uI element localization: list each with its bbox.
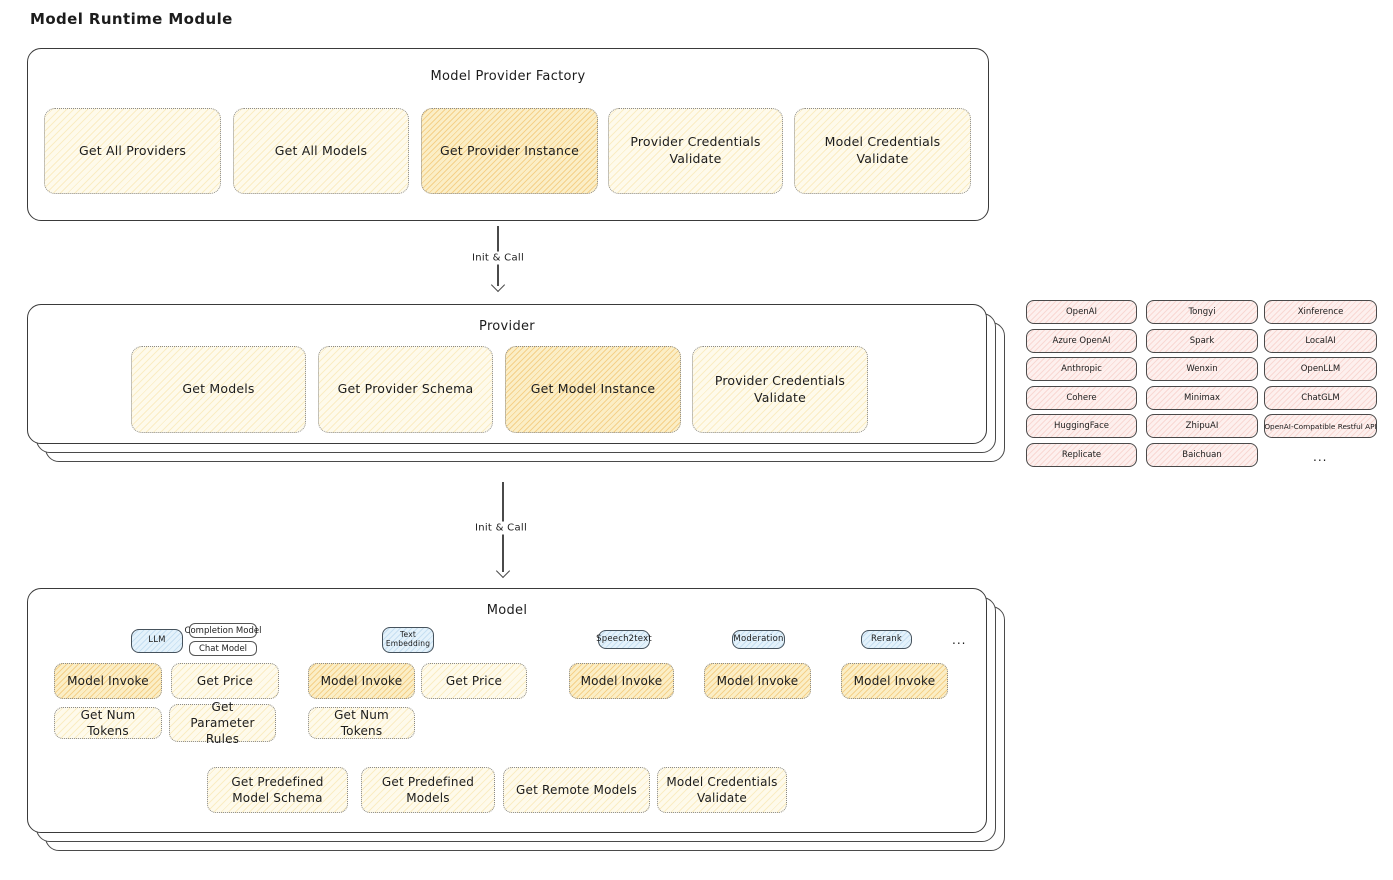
arrow-factory-to-provider-label: Init & Call <box>467 251 529 265</box>
chip-chatglm: ChatGLM <box>1264 386 1377 410</box>
node-get-predefined-model-schema: Get Predefined Model Schema <box>207 767 348 813</box>
tab-moderation: Moderation <box>732 630 785 649</box>
node-model-credentials-validate: Model Credentials Validate <box>794 108 971 194</box>
node-get-all-models: Get All Models <box>233 108 409 194</box>
page-title: Model Runtime Module <box>30 10 233 28</box>
chip-cohere: Cohere <box>1026 386 1137 410</box>
arrow-factory-to-provider-head <box>490 277 506 293</box>
chip-openai: OpenAI <box>1026 300 1137 324</box>
model-tabs-ellipsis: ... <box>952 633 967 647</box>
chip-openai-compatible-restful-api: OpenAI-Compatible Restful API <box>1264 414 1377 438</box>
node-embedding-get-price: Get Price <box>421 663 527 699</box>
chip-spark: Spark <box>1146 329 1258 353</box>
node-get-model-instance: Get Model Instance <box>505 346 681 433</box>
tab-llm: LLM <box>131 629 183 653</box>
tab-rerank: Rerank <box>861 630 912 649</box>
arrow-provider-to-model-label: Init & Call <box>470 521 532 535</box>
chip-baichuan: Baichuan <box>1146 443 1258 467</box>
node-rerank-model-invoke: Model Invoke <box>841 663 948 699</box>
node-llm-model-invoke: Model Invoke <box>54 663 162 699</box>
chip-openllm: OpenLLM <box>1264 357 1377 381</box>
factory-box: Model Provider Factory Get All Providers… <box>27 48 989 221</box>
node-get-provider-schema: Get Provider Schema <box>318 346 493 433</box>
node-moderation-model-invoke: Model Invoke <box>704 663 811 699</box>
node-get-all-providers: Get All Providers <box>44 108 221 194</box>
chip-azure-openai: Azure OpenAI <box>1026 329 1137 353</box>
node-get-models: Get Models <box>131 346 306 433</box>
chip-minimax: Minimax <box>1146 386 1258 410</box>
tab-speech2text: Speech2text <box>596 630 652 649</box>
node-llm-get-price: Get Price <box>171 663 279 699</box>
node-embedding-model-invoke: Model Invoke <box>308 663 415 699</box>
node-embedding-get-num-tokens: Get Num Tokens <box>308 707 415 739</box>
chip-localai: LocalAI <box>1264 329 1377 353</box>
provider-box: Provider Get Models Get Provider Schema … <box>27 304 987 444</box>
node-speech2text-model-invoke: Model Invoke <box>569 663 674 699</box>
node-get-parameter-rules: Get Parameter Rules <box>169 700 276 746</box>
chip-huggingface: HuggingFace <box>1026 414 1137 438</box>
model-box-title: Model <box>486 603 528 618</box>
chip-tongyi: Tongyi <box>1146 300 1258 324</box>
factory-box-title: Model Provider Factory <box>430 69 586 84</box>
model-box: Model LLM Completion Model Chat Model Te… <box>27 588 987 833</box>
tab-completion-model: Completion Model <box>185 623 261 638</box>
node-provider-credentials-validate: Provider Credentials Validate <box>608 108 783 194</box>
chip-anthropic: Anthropic <box>1026 357 1137 381</box>
node-llm-get-num-tokens: Get Num Tokens <box>54 707 162 739</box>
node-get-remote-models: Get Remote Models <box>503 767 650 813</box>
provider-box-title: Provider <box>479 319 535 334</box>
arrow-provider-to-model-head <box>495 563 511 579</box>
chip-zhipuai: ZhipuAI <box>1146 414 1258 438</box>
provider-list-ellipsis: ... <box>1313 450 1328 464</box>
chip-xinference: Xinference <box>1264 300 1377 324</box>
chip-wenxin: Wenxin <box>1146 357 1258 381</box>
chip-replicate: Replicate <box>1026 443 1137 467</box>
tab-text-embedding: Text Embedding <box>382 627 434 653</box>
node-provider-credentials-validate-2: Provider Credentials Validate <box>692 346 868 433</box>
tab-chat-model: Chat Model <box>189 641 257 656</box>
node-get-predefined-models: Get Predefined Models <box>361 767 495 813</box>
node-model-credentials-validate-2: Model Credentials Validate <box>657 767 787 813</box>
node-get-provider-instance: Get Provider Instance <box>421 108 598 194</box>
